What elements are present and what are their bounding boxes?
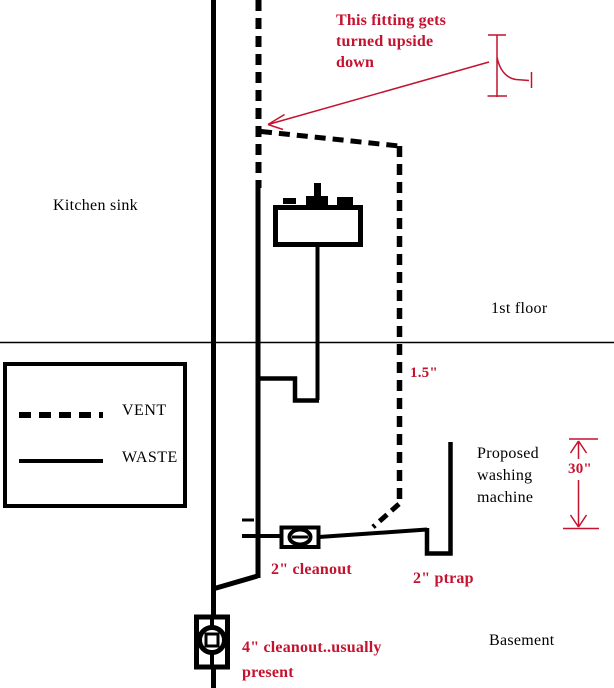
vent-branch-dashed: [260, 129, 400, 149]
fitting-leader-arrowhead: [267, 123, 284, 131]
vent-line-sample: [19, 412, 103, 418]
fitting-leader-line: [267, 61, 490, 126]
fitting-note: This fitting gets turned upside down: [336, 12, 447, 71]
faucet-body: [306, 196, 328, 207]
cleanout-4in-plug-square: [204, 632, 220, 648]
legend-row-waste: WASTE: [7, 449, 183, 471]
waste-to-stack-diagonal: [213, 573, 259, 591]
sink-trap-pipe: [257, 376, 319, 403]
fitting-leader-arrowhead: [267, 113, 285, 126]
faucet-left-knob: [283, 198, 296, 204]
waste-line-sample: [19, 459, 103, 463]
faucet-stem: [314, 183, 321, 207]
fitting-sketch: [487, 34, 533, 97]
kitchen-sink-label: Kitchen sink: [53, 197, 138, 214]
legend-row-vent: VENT: [7, 402, 183, 424]
washer-ptrap-standpipe: [424, 442, 453, 556]
sink-basin: [273, 205, 363, 247]
washing-machine-label: Proposed washing machine: [477, 445, 539, 506]
cleanout-4in-label: 4" cleanout..usually present: [242, 639, 382, 681]
pipe-size-label: 1.5": [410, 365, 438, 381]
dimension-arrow-30in: [563, 438, 599, 530]
cleanout-2in-label: 2" cleanout: [271, 561, 352, 578]
washer-waste-pipe: [318, 527, 428, 539]
vent-bend-dashed: [371, 502, 401, 529]
legend-vent-label: VENT: [122, 402, 167, 419]
faucet-right-knob: [337, 197, 353, 205]
basement-label: Basement: [489, 632, 555, 649]
ptrap-2in-label: 2" ptrap: [413, 570, 474, 587]
first-floor-label: 1st floor: [491, 300, 548, 317]
legend-waste-label: WASTE: [122, 449, 178, 466]
dimension-label: 30": [566, 459, 594, 480]
legend: VENT WASTE: [3, 362, 187, 508]
